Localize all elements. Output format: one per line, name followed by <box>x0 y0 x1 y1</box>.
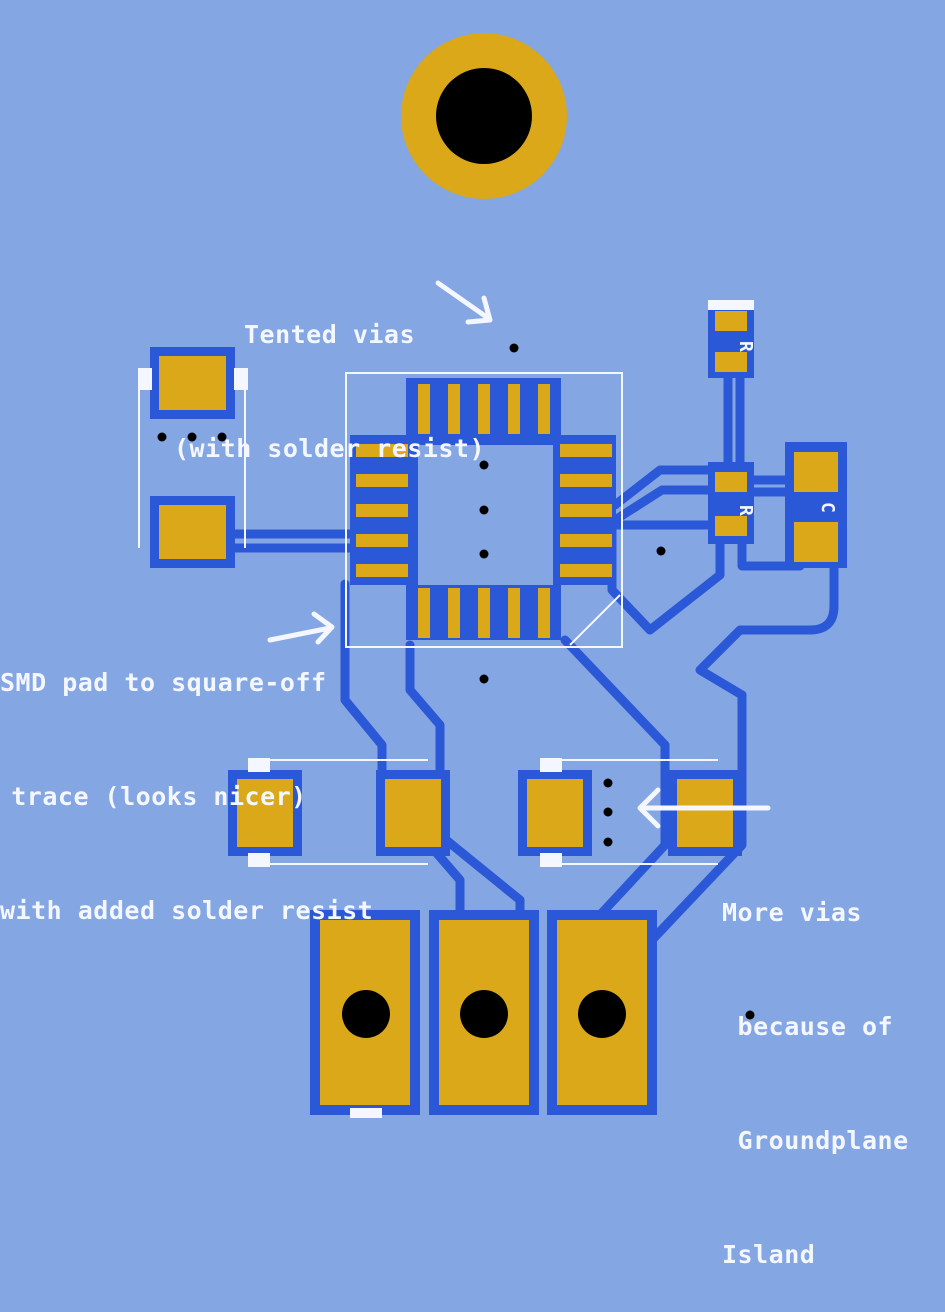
ic-silkscreen-box <box>345 372 623 648</box>
r1-pad <box>715 352 747 372</box>
via <box>656 546 666 556</box>
annotation-line: Tented vias <box>243 320 416 349</box>
ic-pin <box>448 384 460 434</box>
ic-pin <box>478 588 490 638</box>
via <box>479 505 489 515</box>
ic-pin <box>538 588 550 638</box>
ic-pin <box>418 588 430 638</box>
ic-pin <box>356 444 408 457</box>
annotation-line: SMD pad to square-off <box>0 668 327 697</box>
r1-label: R <box>735 341 756 352</box>
connector-pad-tab <box>350 1108 382 1118</box>
capacitor-c1: C <box>785 442 847 568</box>
pad-tab <box>540 853 562 867</box>
ic-pin <box>560 474 612 487</box>
annotation-line: with added solder resist <box>0 896 374 925</box>
annotation-smd-pad: SMD pad to square-off trace (looks nicer… <box>0 588 374 968</box>
vias-left <box>157 432 227 442</box>
ic-pin <box>560 504 612 517</box>
cap-left <box>138 347 248 568</box>
pad-tab <box>138 368 152 390</box>
pad <box>159 356 226 410</box>
resistor-r2: R <box>708 462 756 544</box>
pad-tab <box>234 368 248 390</box>
ic-pin <box>478 384 490 434</box>
r2-pad <box>715 472 747 492</box>
ic-pin <box>508 588 520 638</box>
annotation-tented-vias: Tented vias (with solder resist) <box>174 240 485 506</box>
ic-pin <box>356 504 408 517</box>
via <box>479 549 489 559</box>
ic-pin <box>538 384 550 434</box>
trace-right <box>560 635 670 920</box>
trace-ic-resistor <box>610 465 720 510</box>
ic-pin <box>418 384 430 434</box>
connector-drill <box>578 990 626 1038</box>
via <box>157 432 167 442</box>
annotation-line: More vias <box>722 898 862 927</box>
resistor-r1: R <box>708 300 756 378</box>
vias-ic <box>479 343 666 684</box>
trace-square-off <box>340 579 465 920</box>
annotation-line: trace (looks nicer) <box>11 782 307 811</box>
traces <box>223 373 839 945</box>
pad <box>385 779 441 847</box>
arrow-tented-vias <box>435 280 493 325</box>
arrow-smd-pad <box>267 611 335 645</box>
connector <box>310 910 657 1118</box>
trace-far-right-2 <box>695 555 839 700</box>
arrows <box>267 280 771 829</box>
r2-label: R <box>735 505 756 516</box>
via <box>479 460 489 470</box>
r2-pad <box>715 516 747 536</box>
c1-label: C <box>817 502 838 513</box>
annotation-line: Island <box>722 1240 816 1269</box>
resistor-right-row <box>518 758 742 867</box>
annotation-line: because of <box>722 1012 894 1041</box>
r1-tab <box>708 300 754 310</box>
via <box>603 778 613 788</box>
arrow-more-vias <box>637 787 771 829</box>
via <box>603 807 613 817</box>
pad <box>237 779 293 847</box>
ic-pin <box>560 534 612 547</box>
annotation-more-vias: More vias because of Groundplane Island <box>722 818 909 1312</box>
vias-right-row <box>603 778 755 1020</box>
ic-pin <box>508 384 520 434</box>
pad <box>527 779 583 847</box>
ic-pin <box>356 534 408 547</box>
ic-pin <box>448 588 460 638</box>
r1-pad <box>715 311 747 331</box>
connector-drill <box>342 990 390 1038</box>
via <box>187 432 197 442</box>
pad <box>677 779 733 847</box>
resistor-left-row <box>228 758 450 867</box>
mounting-hole-drill <box>436 68 532 164</box>
via <box>479 674 489 684</box>
ic-pin <box>356 564 408 577</box>
annotation-line: (with solder resist) <box>174 434 486 463</box>
via <box>509 343 519 353</box>
pad-tab <box>540 758 562 772</box>
ic-pin <box>356 474 408 487</box>
ic-pin <box>560 444 612 457</box>
via <box>217 432 227 442</box>
ic-pin <box>560 564 612 577</box>
ic-pin1-marker <box>569 594 621 646</box>
c1-pad <box>794 452 838 492</box>
pad <box>159 505 226 559</box>
connector-drill <box>460 990 508 1038</box>
silkscreen <box>138 370 718 865</box>
pcb-layout: R R C <box>138 33 847 1118</box>
via <box>745 1010 755 1020</box>
c1-pad <box>794 522 838 562</box>
annotation-line: Groundplane <box>722 1126 909 1155</box>
pad-tab <box>248 758 270 772</box>
trace-cap-bottom <box>737 535 805 571</box>
via <box>603 837 613 847</box>
trace-ic-resistor-2 <box>610 485 720 525</box>
pad-tab <box>248 853 270 867</box>
